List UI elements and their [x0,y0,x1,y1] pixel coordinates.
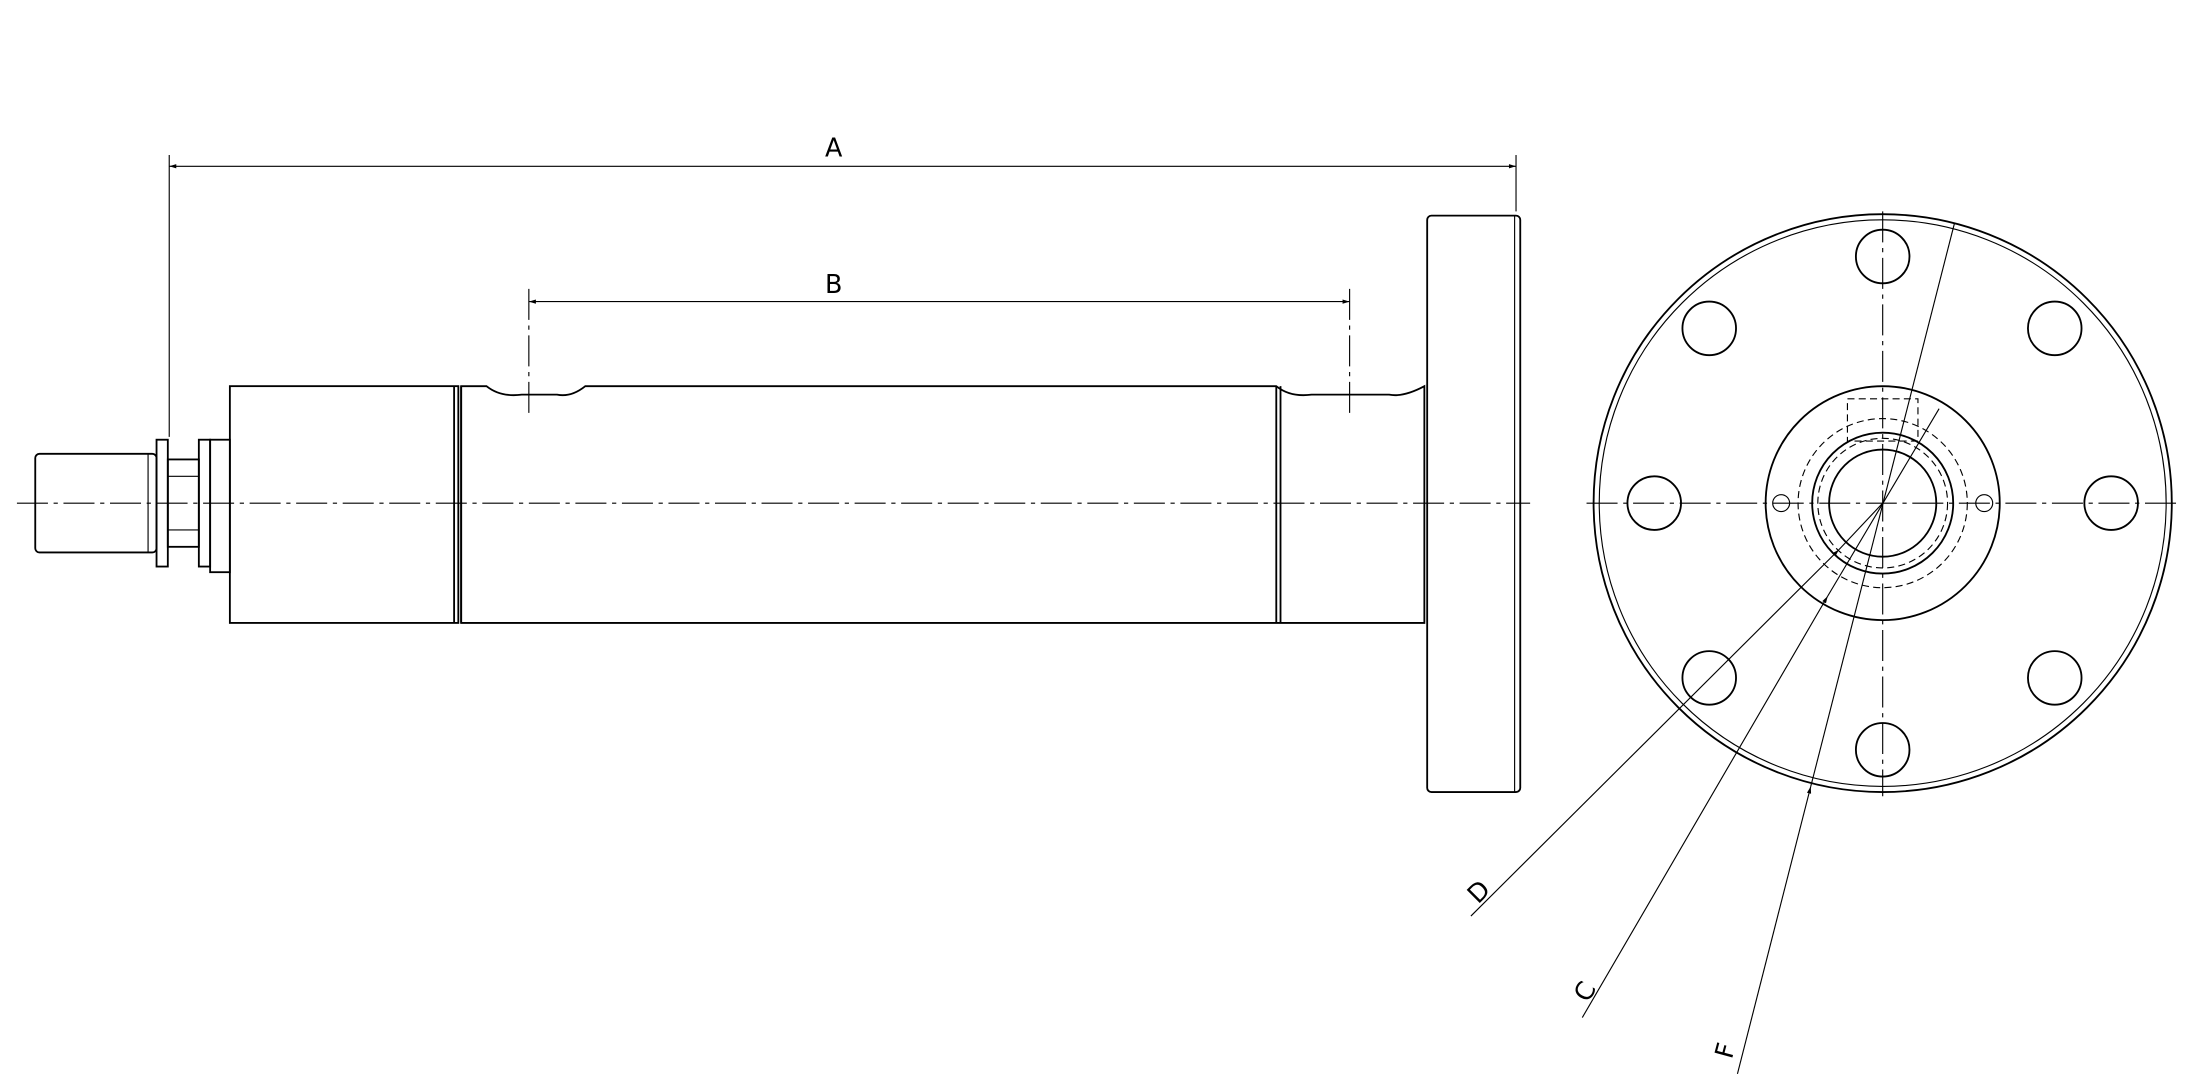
dimension-b: B [528,269,1351,416]
dim-f-label: F [1709,1040,1742,1062]
dim-b-label: B [825,269,842,299]
bolt-holes [1626,228,2139,778]
mounting-flange [1426,214,1522,793]
dimension-a: A [168,132,1517,437]
rod-boss [1764,385,2001,622]
end-view: D C F [1461,211,2179,1075]
dim-a-label: A [825,132,843,162]
flange-outline [1592,213,2173,793]
dimension-f: F [1709,222,1956,1075]
side-view: A B [16,132,1531,793]
hydraulic-fitting [34,438,231,574]
cylinder-head [228,385,460,624]
dim-d-label: D [1461,874,1496,909]
dim-c-label: C [1567,976,1602,1006]
dimension-d: D [1461,502,1884,917]
